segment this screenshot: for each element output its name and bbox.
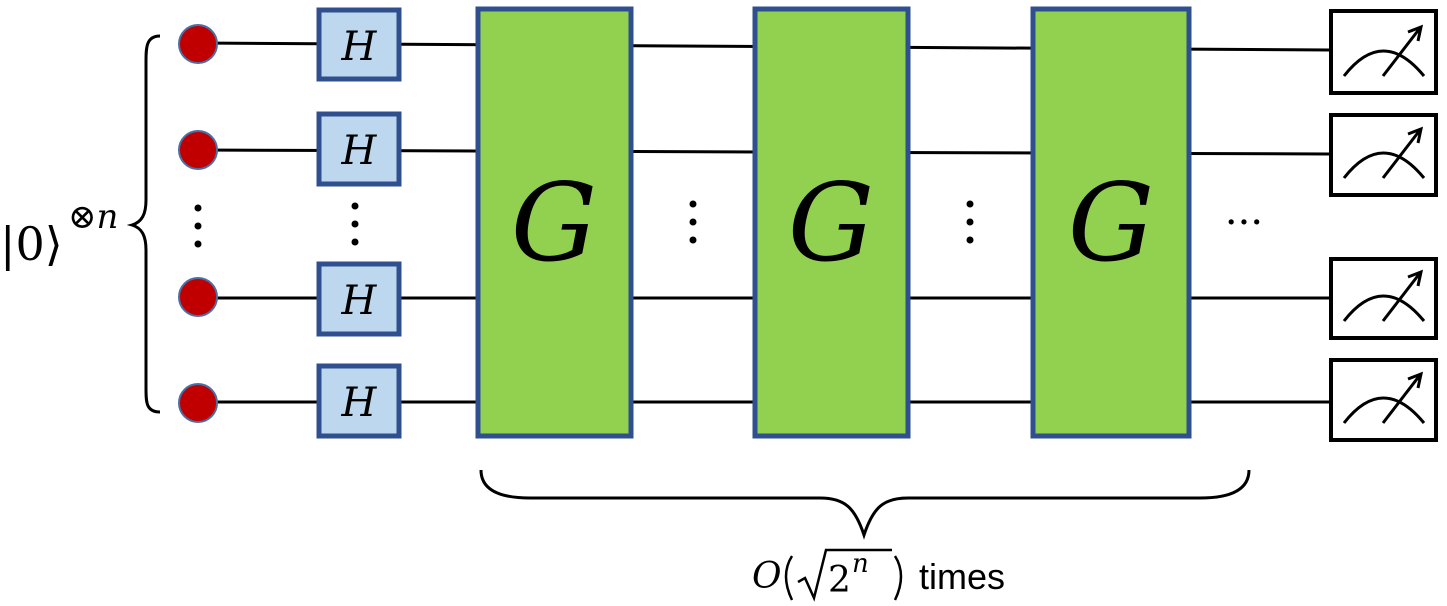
left-paren <box>784 555 794 601</box>
grover-label: G <box>511 161 597 286</box>
meter-needle-icon <box>1381 371 1424 424</box>
grover-label: G <box>788 161 874 286</box>
qubit-2 <box>178 130 218 170</box>
grover-gap-ellipsis-2 <box>966 200 974 244</box>
meter-icon <box>1342 49 1426 77</box>
tensor-power: ⊗n <box>68 197 118 237</box>
repetition-label: O 2 n times <box>752 548 1005 602</box>
qubit-1 <box>178 24 218 64</box>
hadamard-label: H <box>341 128 378 174</box>
hadamard-ellipsis <box>351 202 359 246</box>
ket-zero: |0⟩ <box>0 217 63 271</box>
grover-gap-ellipsis-1 <box>689 200 697 244</box>
hadamard-gates: H H H H <box>316 7 402 439</box>
horizontal-ellipsis: ··· <box>1225 200 1263 246</box>
measurement-2 <box>1329 113 1438 197</box>
hadamard-gate-3: H <box>316 261 402 337</box>
measurement-3 <box>1329 257 1438 340</box>
meter-icon <box>1342 396 1426 424</box>
hadamard-gate-1: H <box>316 7 402 82</box>
measurement-4 <box>1329 358 1438 442</box>
qubit-inputs <box>178 24 218 423</box>
meter-needle-icon <box>1381 24 1424 77</box>
iteration-brace <box>479 469 1251 540</box>
qubit-4 <box>178 383 218 423</box>
hadamard-label: H <box>341 24 378 70</box>
hadamard-label: H <box>341 380 378 426</box>
radicand-exponent: n <box>852 549 869 579</box>
sqrt-sign-icon <box>797 548 892 602</box>
meter-needle-icon <box>1381 269 1424 322</box>
qubit-ellipsis <box>194 204 202 248</box>
meter-icon <box>1342 151 1426 179</box>
big-o: O <box>752 556 782 597</box>
radicand: 2 <box>828 560 851 601</box>
right-paren <box>893 555 903 601</box>
hadamard-gate-2: H <box>316 111 402 187</box>
qubit-3 <box>178 277 218 317</box>
measurements <box>1329 9 1438 442</box>
times-label: times <box>919 556 1005 597</box>
grover-gate-3: G <box>1030 6 1192 439</box>
qubit-register-brace <box>126 34 161 414</box>
meter-icon <box>1342 294 1426 322</box>
input-state-label: |0⟩ ⊗n <box>0 197 118 271</box>
hadamard-gate-4: H <box>316 363 402 439</box>
meter-needle-icon <box>1381 126 1424 179</box>
measurement-1 <box>1329 9 1438 95</box>
grover-gates: G G G <box>475 6 1192 439</box>
hadamard-label: H <box>341 278 378 324</box>
grover-gate-2: G <box>752 6 911 439</box>
grover-label: G <box>1068 161 1154 286</box>
grover-gate-1: G <box>475 6 634 439</box>
